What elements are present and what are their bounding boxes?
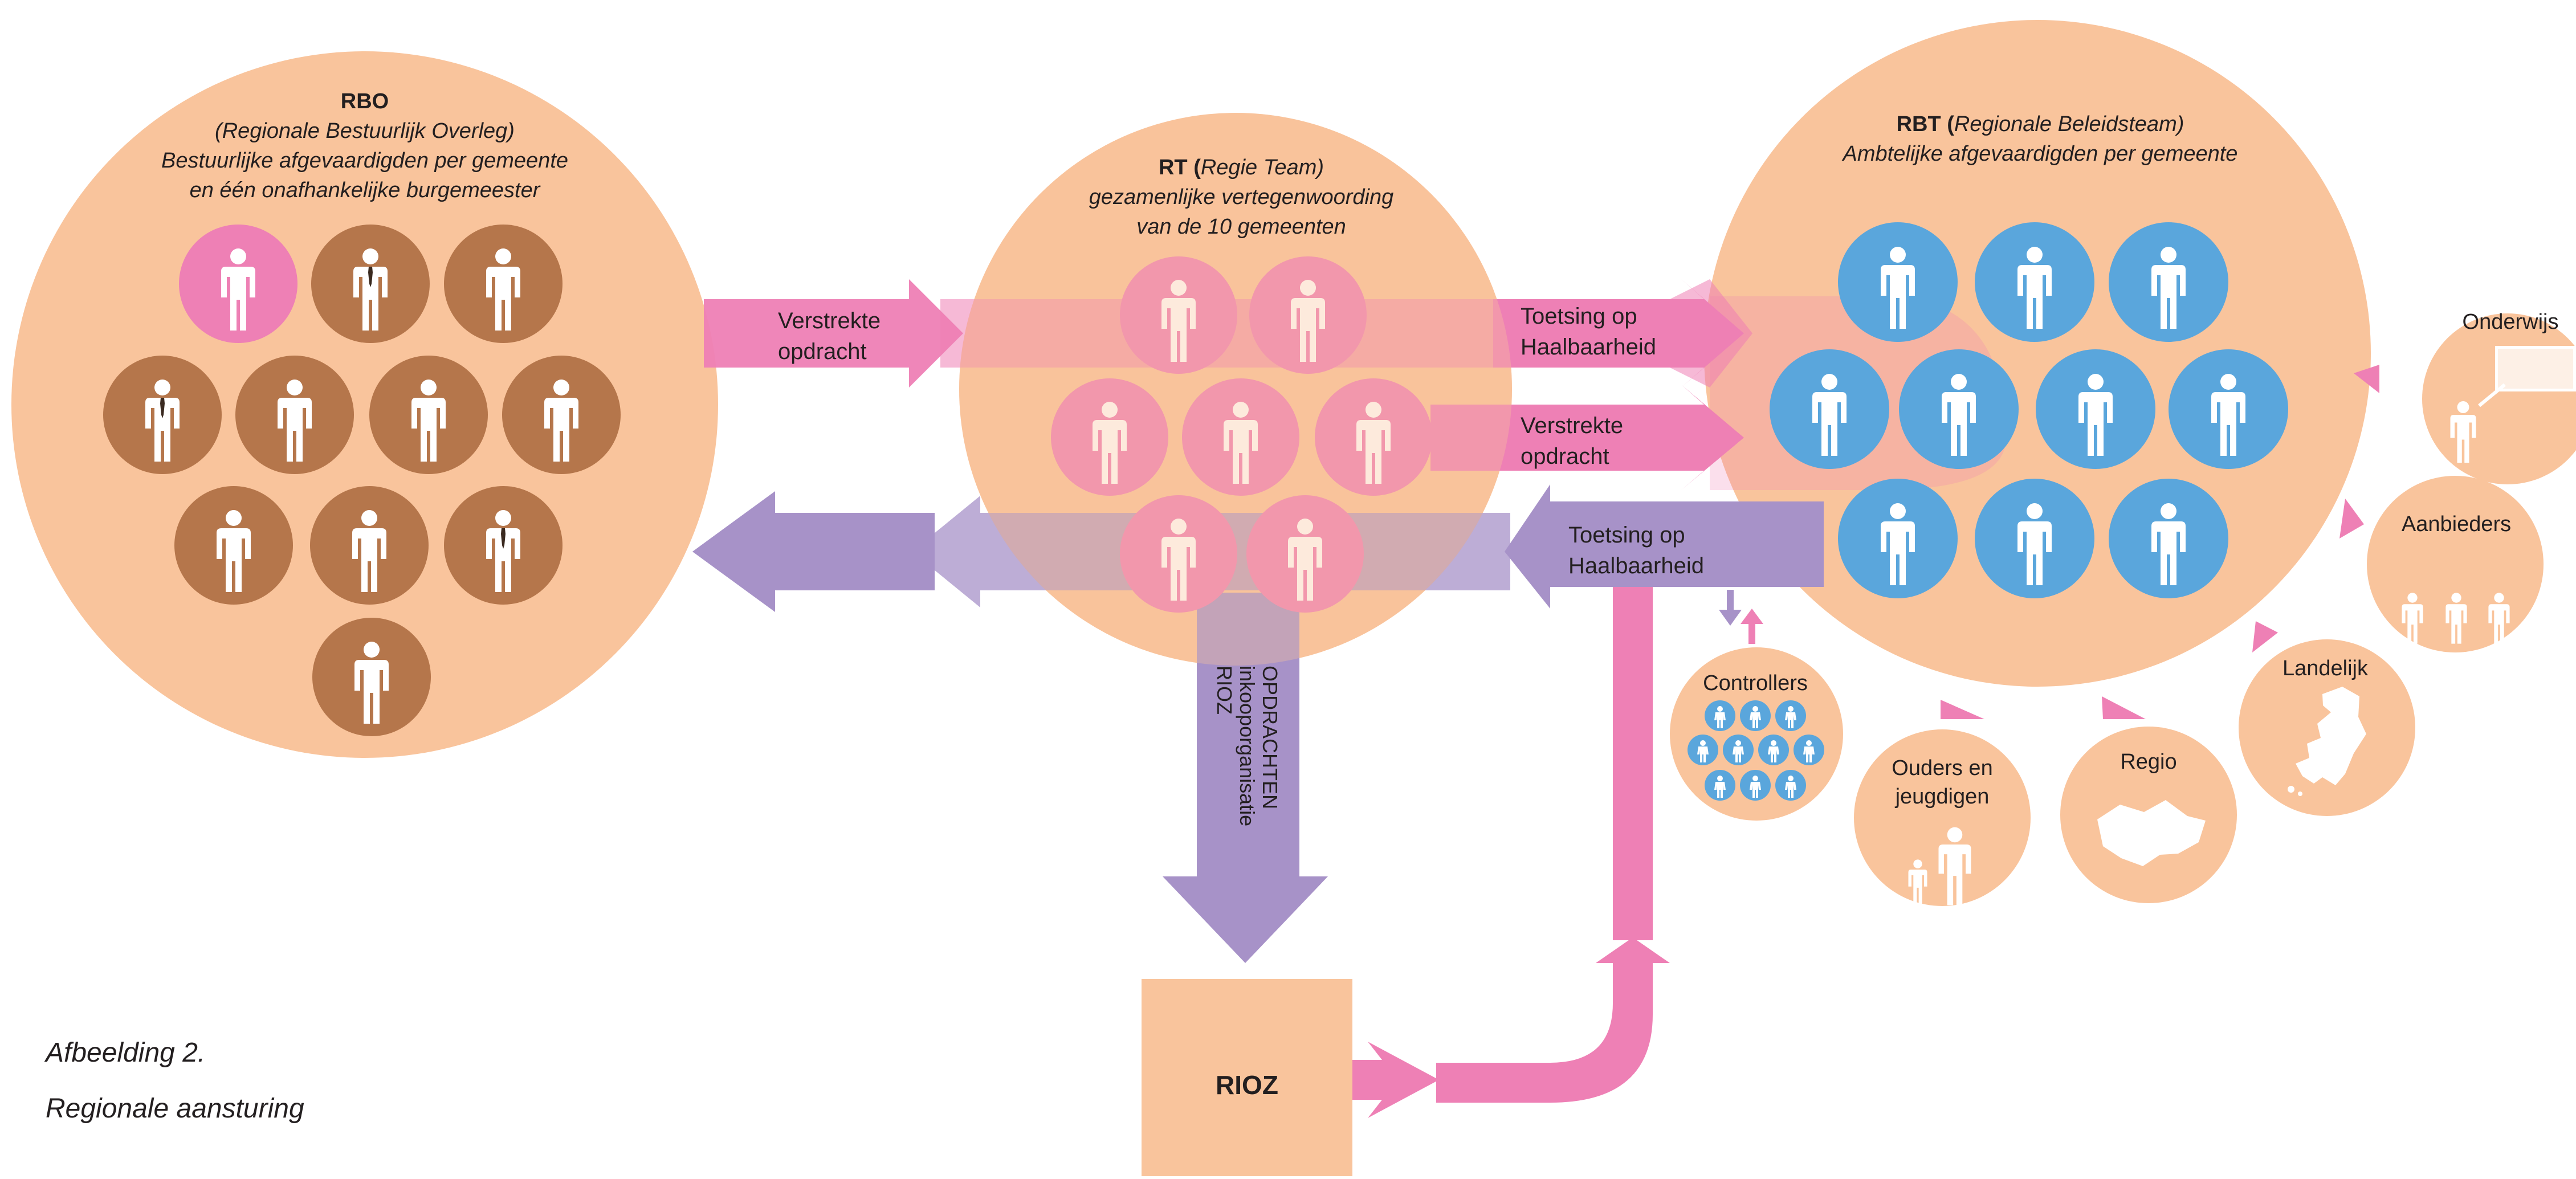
- arrow-label-line: Verstrekte: [778, 305, 915, 336]
- arrow-label-line: Haalbaarheid: [1568, 550, 1717, 581]
- arrow-label-line: Haalbaarheid: [1521, 332, 1669, 362]
- ouders-label-line1: Ouders en: [1862, 754, 2022, 782]
- caption-figure-number: Afbeelding 2.: [46, 1036, 205, 1070]
- rbt-title-italic: Regionale Beleidsteam): [1954, 112, 2184, 136]
- rbo-title: RBO: [108, 87, 621, 116]
- triangle-aanbieders: [2339, 499, 2364, 538]
- regio-label: Regio: [2080, 748, 2217, 776]
- landelijk-label: Landelijk: [2251, 654, 2399, 683]
- arrow-rioz-pipe-bottom: [1436, 937, 1670, 1103]
- arrow-label-toetsing-top: Toetsing op Haalbaarheid: [1521, 301, 1669, 362]
- arrow-label-line: opdracht: [1521, 441, 1669, 472]
- rbt-label: RBT (Regionale Beleidsteam) Ambtelijke a…: [1784, 109, 2297, 169]
- rt-description-line1: gezamenlijke vertegenwoording: [1008, 182, 1475, 212]
- rbo-description-line1: Bestuurlijke afgevaardigden per gemeente: [108, 146, 621, 176]
- arrow-controllers-up: [1741, 609, 1763, 644]
- onderwijs-circle: [2422, 313, 2576, 484]
- rt-description-line2: van de 10 gemeenten: [1008, 212, 1475, 242]
- arrow-label-line: Verstrekte: [1521, 410, 1669, 441]
- arrow-controllers-down: [1719, 590, 1742, 626]
- arrow-label-verstrekte: Verstrekte opdracht: [1521, 410, 1669, 472]
- rt-label: RT (Regie Team) gezamenlijke vertegenwoo…: [1008, 153, 1475, 242]
- ouders-label-line2: jeugdigen: [1862, 782, 2022, 811]
- rt-title-bold: RT (: [1159, 156, 1201, 179]
- caption-title: Regionale aansturing: [46, 1092, 304, 1126]
- arrow-purple-to-rbo: [692, 491, 935, 612]
- rbt-title-bold: RBT (: [1897, 112, 1954, 136]
- arrow-label-line: OPDRACHTEN: [1258, 666, 1281, 882]
- rbt-description-line1: Ambtelijke afgevaardigden per gemeente: [1784, 139, 2297, 169]
- arrow-rioz-out-head: [1352, 1042, 1439, 1118]
- triangle-regio: [2102, 696, 2146, 719]
- arrow-label-rbo-rt: Verstrekte opdracht: [778, 305, 915, 367]
- arrow-label-line: Toetsing op: [1568, 520, 1717, 550]
- triangle-ouders: [1941, 700, 1984, 719]
- onderwijs-label: Onderwijs: [2445, 308, 2576, 336]
- rioz-label: RIOZ: [1142, 1069, 1352, 1101]
- arrow-rioz-pipe-vertical: [1613, 587, 1653, 940]
- rt-title-italic: Regie Team): [1201, 156, 1324, 179]
- rbo-label: RBO (Regionale Bestuurlijk Overleg) Best…: [108, 87, 621, 205]
- arrow-label-line: opdracht: [778, 336, 915, 367]
- arrow-label-opdrachten: OPDRACHTEN inkooporganisatie RIOZ: [1201, 666, 1281, 882]
- arrow-label-toetsing-bottom: Toetsing op Haalbaarheid: [1568, 520, 1717, 581]
- controllers-label: Controllers: [1670, 669, 1841, 697]
- arrow-label-line: Toetsing op: [1521, 301, 1669, 332]
- ouders-label: Ouders en jeugdigen: [1862, 754, 2022, 811]
- triangle-landelijk: [2252, 621, 2278, 652]
- rbo-subtitle: (Regionale Bestuurlijk Overleg): [108, 116, 621, 146]
- arrow-label-line: inkooporganisatie: [1236, 666, 1258, 882]
- aanbieders-label: Aanbieders: [2377, 510, 2536, 538]
- arrow-label-line: RIOZ: [1213, 666, 1236, 882]
- rbo-description-line2: en één onafhankelijke burgemeester: [108, 176, 621, 205]
